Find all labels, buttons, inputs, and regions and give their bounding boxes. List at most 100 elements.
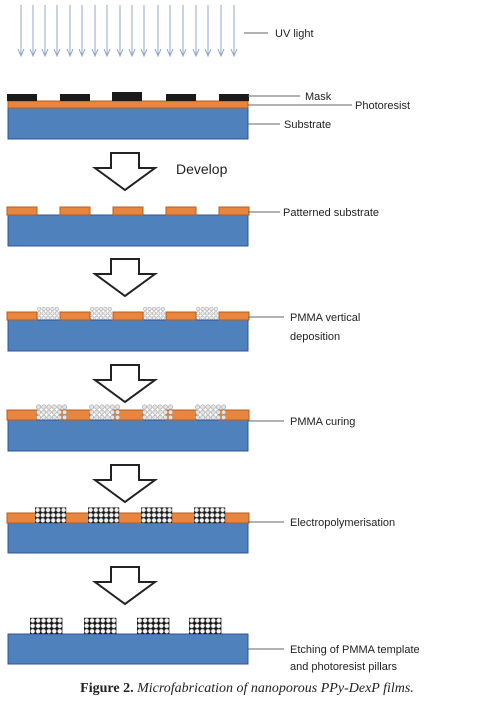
nanopore <box>153 617 159 624</box>
photoresist-pillar <box>112 206 144 216</box>
nanopore <box>35 623 41 629</box>
pmma-sphere-in-ppy <box>220 507 226 513</box>
pmma-sphere <box>94 404 100 410</box>
nanopore <box>89 623 95 629</box>
stage-6-etching <box>7 617 249 665</box>
pmma-sphere-in-ppy <box>45 517 51 523</box>
nanopore <box>137 628 143 634</box>
pmma-sphere <box>143 311 148 316</box>
pmma-sphere <box>213 306 218 312</box>
pmma-sphere <box>196 311 201 316</box>
pmma-sphere <box>204 306 210 312</box>
nanopore <box>46 628 52 634</box>
nanopore <box>30 628 36 634</box>
pmma-sphere <box>45 306 51 312</box>
pmma-sphere <box>205 409 211 415</box>
nanopore <box>189 617 195 624</box>
pmma-sphere-in-ppy <box>146 512 152 518</box>
pmma-sphere-in-ppy <box>40 517 46 523</box>
pmma-sphere <box>205 404 211 410</box>
nanopore <box>105 623 111 629</box>
pmma-sphere-in-ppy <box>214 517 220 523</box>
nanopore <box>137 623 143 629</box>
pmma-sphere <box>54 311 59 316</box>
pmma-sphere-in-ppy <box>50 517 56 523</box>
pmma-sphere <box>56 409 62 415</box>
pmma-sphere <box>168 414 174 420</box>
pmma-sphere <box>90 315 95 320</box>
photoresist-pillar <box>218 206 250 216</box>
pmma-sphere-in-ppy <box>204 517 210 523</box>
pmma-sphere <box>143 315 148 320</box>
pmma-sphere <box>115 404 121 410</box>
figure-number: Figure 2. <box>80 681 134 696</box>
stage-5-electropolymerisation <box>6 507 250 554</box>
nanopore <box>205 623 211 629</box>
pmma-sphere <box>221 404 227 410</box>
pmma-sphere-in-ppy <box>161 507 167 513</box>
pmma-sphere <box>160 311 165 316</box>
pmma-sphere-in-ppy <box>161 512 167 518</box>
pmma-sphere <box>213 315 218 320</box>
pmma-sphere <box>210 409 216 415</box>
pmma-sphere <box>210 414 216 420</box>
pmma-sphere <box>195 414 201 420</box>
uv-light-arrows <box>17 5 238 58</box>
pmma-sphere-in-ppy <box>108 517 114 523</box>
pmma-sphere-in-ppy <box>55 512 61 518</box>
nanopore <box>199 623 206 629</box>
pmma-sphere <box>196 315 201 320</box>
nanopore <box>147 623 154 629</box>
pmma-sphere <box>151 311 157 316</box>
pmma-sphere-in-ppy <box>156 517 162 523</box>
pmma-sphere-in-ppy <box>194 512 200 518</box>
pmma-sphere-in-ppy <box>151 517 157 523</box>
pmma-sphere <box>151 306 157 312</box>
stage-4-pmma-curing <box>6 404 250 452</box>
nanopore <box>210 617 216 624</box>
pmma-sphere <box>36 404 42 410</box>
pmma-sphere-in-ppy <box>167 507 173 513</box>
pmma-sphere <box>221 409 227 415</box>
pmma-sphere-in-ppy <box>55 517 61 523</box>
pmma-sphere <box>115 409 121 415</box>
pmma-sphere <box>168 409 174 415</box>
nanopore <box>35 617 41 624</box>
stage-2-patterned-substrate <box>6 206 250 247</box>
nanopore <box>84 628 90 634</box>
nanopore <box>216 623 222 629</box>
pmma-sphere <box>41 409 47 415</box>
uv-arrow-head <box>103 48 111 58</box>
process-arrow <box>91 258 159 298</box>
nanopore <box>30 617 36 624</box>
uv-arrow-head <box>53 48 61 58</box>
pmma-sphere-in-ppy <box>204 507 210 513</box>
nanopore <box>142 628 148 634</box>
pmma-sphere-in-ppy <box>40 512 46 518</box>
photoresist-pillar <box>59 409 91 421</box>
process-arrow <box>91 364 159 404</box>
etching-label-line2: and photoresist pillars <box>290 661 398 673</box>
pmma-sphere-in-ppy <box>103 507 109 513</box>
uv-arrow-head <box>41 48 49 58</box>
develop-label: Develop <box>176 161 228 177</box>
pmma-sphere-in-ppy <box>50 512 56 518</box>
electropolymerisation-label: Electropolymerisation <box>290 517 395 529</box>
pmma-sphere <box>196 306 201 312</box>
nanopore <box>84 623 90 629</box>
pmma-sphere-in-ppy <box>156 507 162 513</box>
pmma-sphere <box>195 404 201 410</box>
nanopore <box>57 623 63 629</box>
pmma-sphere <box>142 404 148 410</box>
pmma-sphere-in-ppy <box>103 517 109 523</box>
pmma-sphere <box>195 409 201 415</box>
stage-3-pmma-deposition <box>6 306 250 352</box>
pmma-sphere-in-ppy <box>98 512 104 518</box>
uv-arrow-head <box>192 48 200 58</box>
microfabrication-diagram: UV light Mask Photoresist Substrate Deve… <box>6 5 420 673</box>
pmma-sphere-in-ppy <box>114 517 120 523</box>
pmma-sphere <box>156 306 161 312</box>
pmma-sphere <box>41 404 47 410</box>
pmma-sphere <box>160 306 165 312</box>
nanopore <box>94 623 101 629</box>
